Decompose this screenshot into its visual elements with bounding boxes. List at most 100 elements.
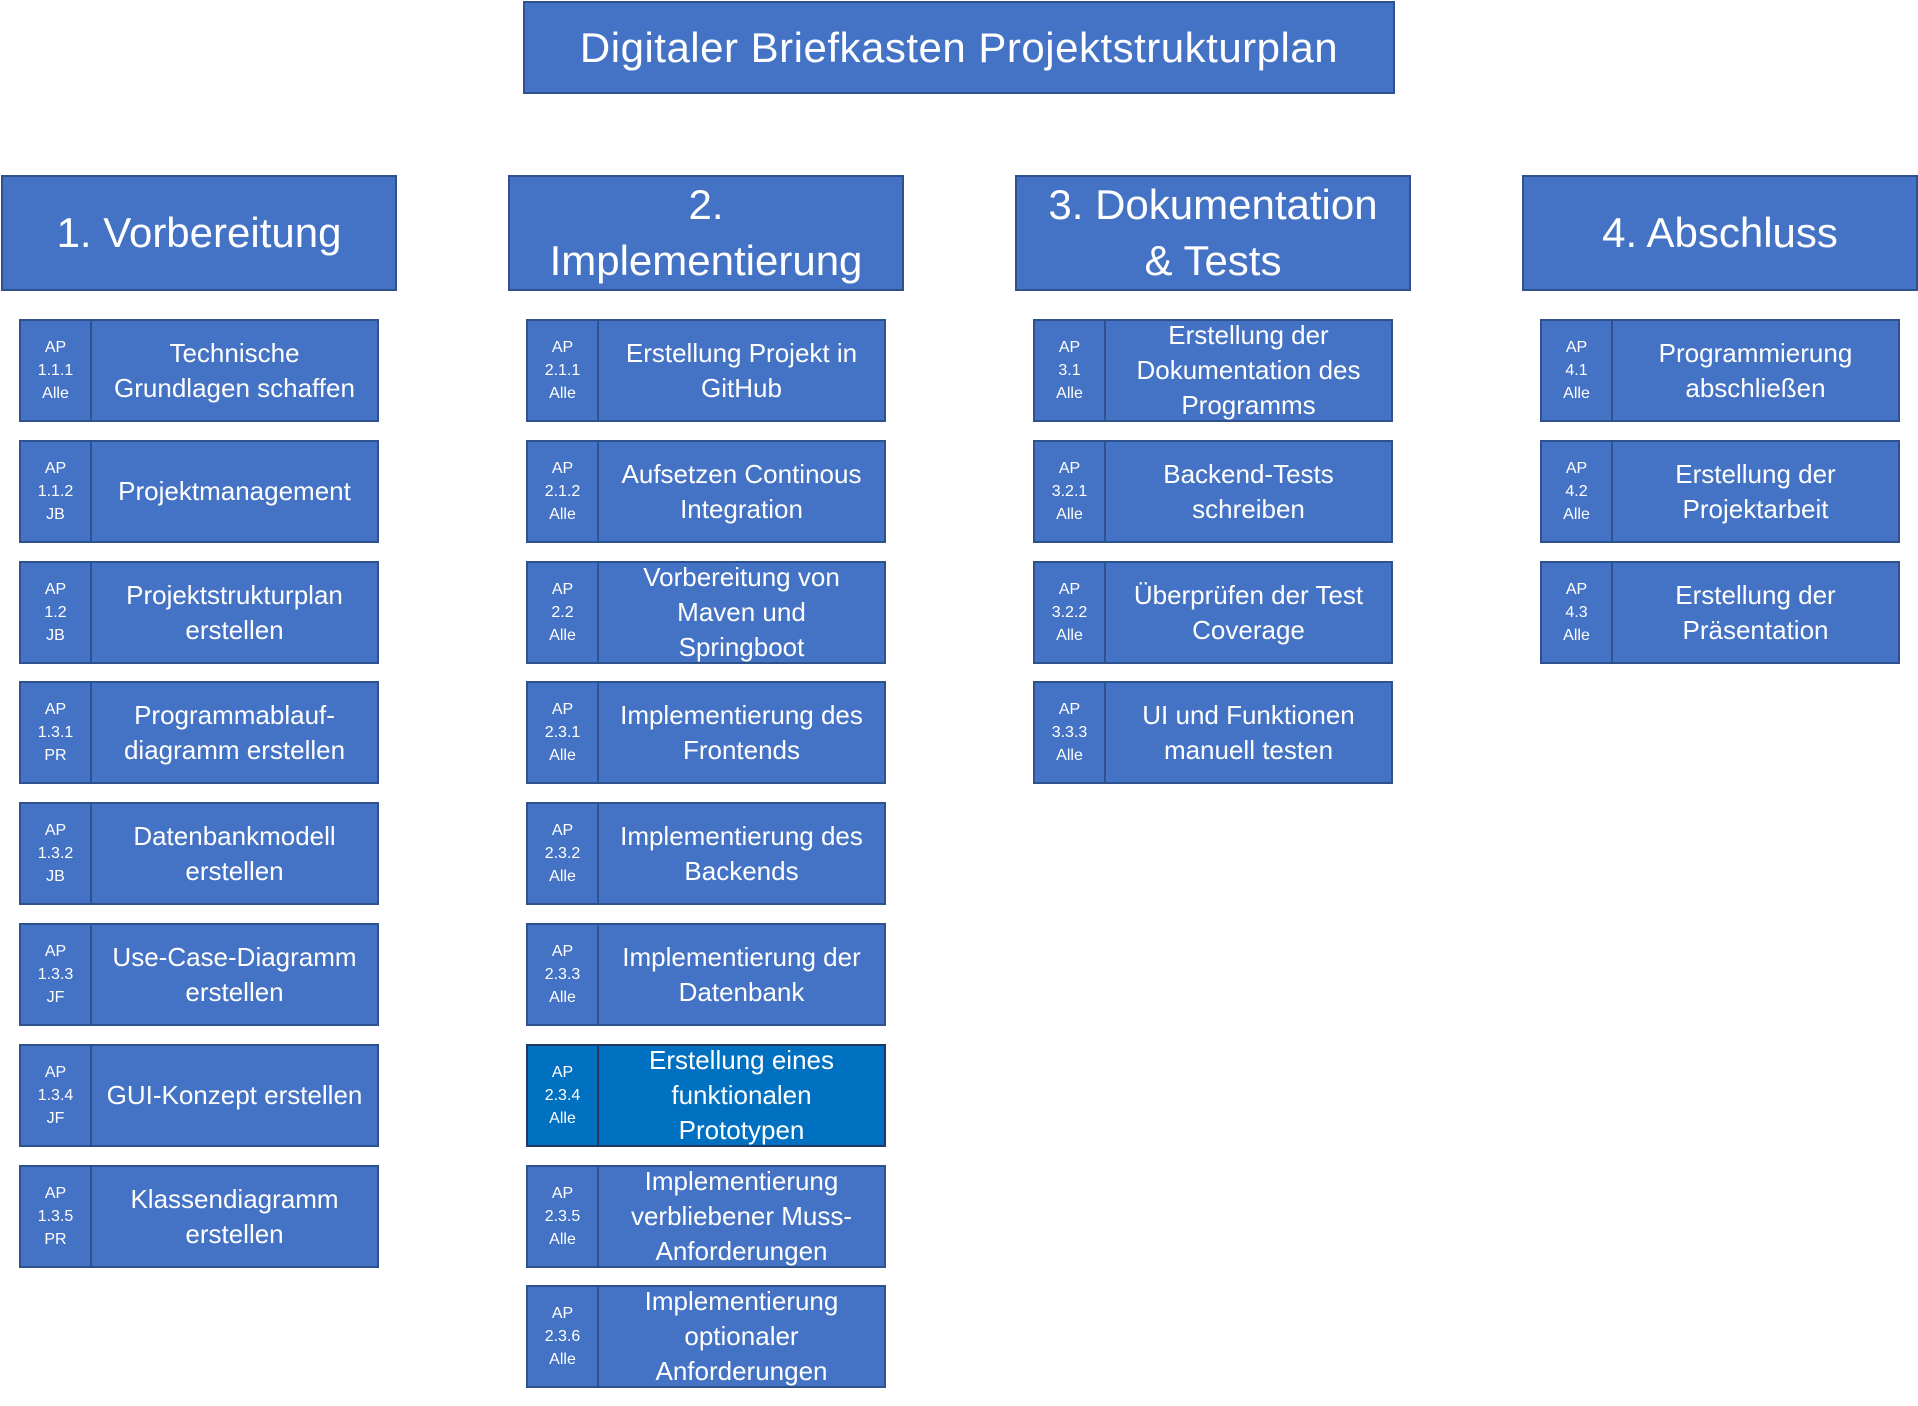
work-package-assignee: Alle (549, 506, 576, 523)
work-package-label: Implementierung verbliebener Muss-Anford… (630, 1166, 853, 1266)
work-package-assignee: Alle (1563, 385, 1590, 402)
work-package-label: Datenbankmodell erstellen (133, 820, 336, 886)
work-package-assignee: Alle (549, 989, 576, 1006)
work-package-prefix: AP (551, 339, 574, 356)
work-package-label: Programmablauf-diagramm erstellen (123, 699, 346, 765)
work-package-prefix: AP (551, 581, 574, 598)
work-package-label: Programmierung abschließen (1658, 337, 1853, 403)
work-package-assignee: Alle (549, 385, 576, 402)
column-header-vorbereitung: 1. Vorbereitung (1, 175, 397, 291)
work-package-number: 1.3.5 (37, 1208, 74, 1225)
work-package-prefix: AP (551, 943, 574, 960)
work-package-label: Projektmanagement (118, 476, 351, 506)
work-package-assignee: Alle (1056, 506, 1083, 523)
work-package-label: Backend-Tests schreiben (1163, 458, 1334, 524)
work-package-number: 1.3.1 (37, 724, 74, 741)
work-package-number: 2.1.1 (544, 362, 581, 379)
work-package-number: 2.2 (551, 604, 574, 621)
work-package-prefix: AP (44, 581, 67, 598)
work-package-prefix: AP (44, 339, 67, 356)
work-package-number: 2.3.1 (544, 724, 581, 741)
work-package-assignee: Alle (1056, 747, 1083, 764)
work-package-number: 4.3 (1565, 604, 1588, 621)
work-package-number: 1.3.3 (37, 966, 74, 983)
work-package-assignee: Alle (549, 627, 576, 644)
work-package-number: 1.1.1 (37, 362, 74, 379)
work-package-assignee: Alle (1056, 385, 1083, 402)
work-package-assignee: JB (46, 627, 65, 644)
work-package-assignee: Alle (549, 747, 576, 764)
work-package-label: Überprüfen der Test Coverage (1133, 579, 1364, 645)
work-package-number: 3.1 (1058, 362, 1081, 379)
work-package-label: Erstellung Projekt in GitHub (625, 337, 858, 403)
work-package-label: Aufsetzen Continous Integration (621, 458, 862, 524)
work-package-assignee: Alle (549, 1231, 576, 1248)
work-package-prefix: AP (1565, 339, 1588, 356)
diagram-title: Digitaler Briefkasten Projektstrukturpla… (523, 1, 1395, 94)
work-package-assignee: Alle (1563, 627, 1590, 644)
work-package-number: 1.2 (44, 604, 67, 621)
column-header-implementierung: 2. Implementierung (508, 175, 904, 291)
work-package-prefix: AP (44, 1064, 67, 1081)
work-package-label: GUI-Konzept erstellen (106, 1080, 363, 1110)
work-package-label: Vorbereitung von Maven und Springboot (643, 562, 840, 662)
work-package-prefix: AP (1565, 581, 1588, 598)
work-package-prefix: AP (1058, 339, 1081, 356)
work-package-prefix: AP (551, 1305, 574, 1322)
work-package-assignee: Alle (1056, 627, 1083, 644)
work-package-prefix: AP (551, 701, 574, 718)
work-package-number: 3.2.1 (1051, 483, 1088, 500)
work-package-label: Implementierung des Backends (620, 820, 863, 886)
work-package-label: Erstellung eines funktionalen Prototypen (649, 1045, 834, 1145)
work-package-label: Use-Case-Diagramm erstellen (112, 941, 357, 1007)
work-package-prefix: AP (551, 460, 574, 477)
work-package-prefix: AP (1565, 460, 1588, 477)
work-package-prefix: AP (44, 1185, 67, 1202)
work-package-number: 1.3.2 (37, 845, 74, 862)
work-package-label: Projektstrukturplan erstellen (126, 579, 343, 645)
work-package-number: 2.3.2 (544, 845, 581, 862)
work-package-assignee: Alle (42, 385, 69, 402)
work-package-number: 3.2.2 (1051, 604, 1088, 621)
work-package-number: 2.3.4 (544, 1087, 581, 1104)
work-package-prefix: AP (44, 701, 67, 718)
work-package-prefix: AP (551, 822, 574, 839)
work-package-label: Erstellung der Dokumentation des Program… (1136, 320, 1361, 420)
work-package-assignee: Alle (549, 1110, 576, 1127)
work-package-assignee: JB (46, 868, 65, 885)
work-package-number: 4.2 (1565, 483, 1588, 500)
work-package-label: Klassendiagramm erstellen (130, 1183, 339, 1249)
work-package-assignee: Alle (549, 868, 576, 885)
work-package-prefix: AP (44, 460, 67, 477)
work-package-assignee: Alle (1563, 506, 1590, 523)
work-package-assignee: JF (46, 989, 65, 1006)
